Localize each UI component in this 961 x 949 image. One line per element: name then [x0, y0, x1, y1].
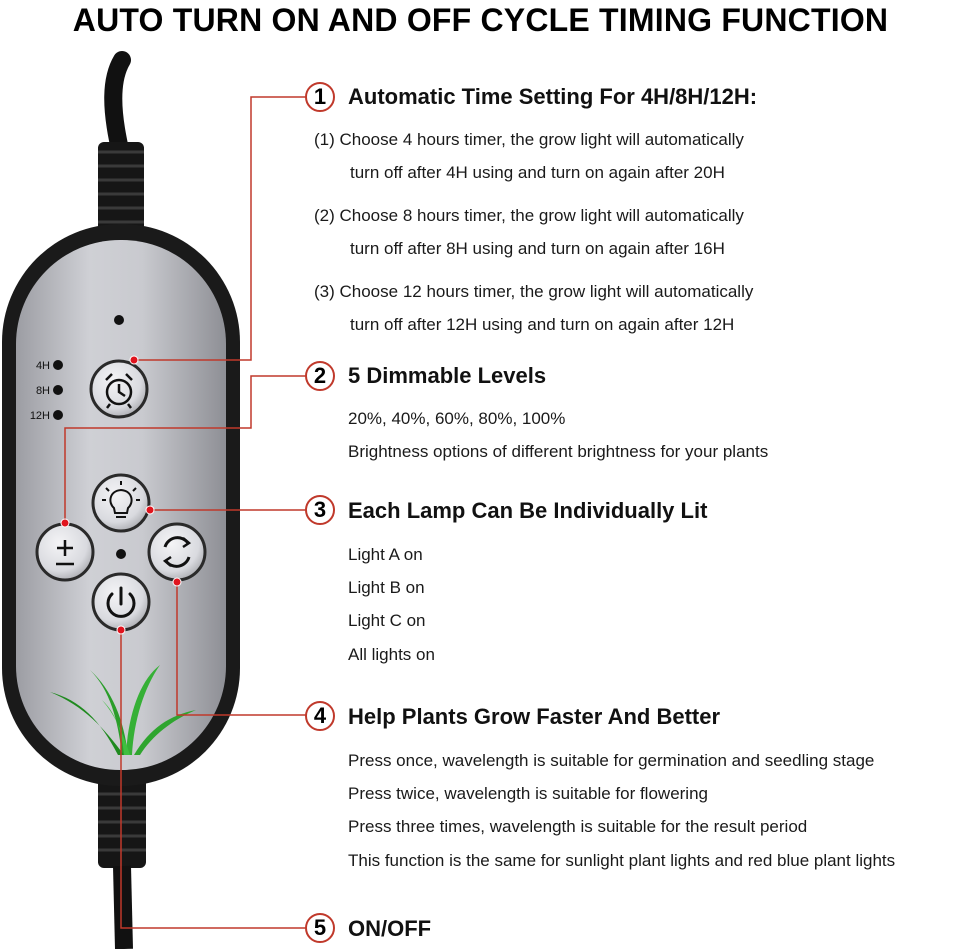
connector-1 — [134, 96, 306, 361]
section-3-line-4: All lights on — [348, 645, 435, 664]
page-title: AUTO TURN ON AND OFF CYCLE TIMING FUNCTI… — [72, 2, 889, 38]
section-title-3: Each Lamp Can Be Individually Lit — [348, 498, 708, 523]
section-title-4: Help Plants Grow Faster And Better — [348, 704, 721, 729]
connector-4 — [176, 582, 306, 716]
grass-decoration — [50, 665, 196, 755]
timer-button[interactable] — [89, 359, 149, 419]
cycle-arrows-icon — [162, 536, 192, 568]
power-button[interactable] — [91, 572, 151, 632]
section-4-line-4: This function is the same for sunlight p… — [348, 851, 896, 870]
section-3-line-1: Light A on — [348, 545, 423, 564]
section-4-line-2: Press twice, wavelength is suitable for … — [348, 784, 708, 803]
section-4-line-1: Press once, wavelength is suitable for g… — [348, 751, 875, 770]
connector-dot-2 — [60, 518, 70, 528]
section-3-line-3: Light C on — [348, 611, 426, 630]
section-number-1: 1 — [305, 82, 335, 112]
power-icon — [106, 586, 136, 618]
dimmer-button[interactable] — [35, 522, 95, 582]
led-4h — [53, 360, 63, 370]
section-number-5: 5 — [305, 913, 335, 943]
section-1-line-4: turn off after 8H using and turn on agai… — [350, 239, 725, 258]
section-1-line-6: turn off after 12H using and turn on aga… — [350, 315, 735, 334]
cable-top — [98, 51, 144, 238]
led-label-4h: 4H — [36, 360, 50, 372]
section-title-1: Automatic Time Setting For 4H/8H/12H: — [348, 84, 758, 109]
connector-lines — [64, 96, 306, 929]
section-1-line-5: (3) Choose 12 hours timer, the grow ligh… — [314, 282, 754, 301]
section-title-2: 5 Dimmable Levels — [348, 363, 547, 388]
connector-dot-1 — [129, 355, 139, 365]
section-2-line-2: Brightness options of different brightne… — [348, 442, 769, 461]
section-1-line-2: turn off after 4H using and turn on agai… — [350, 163, 725, 182]
connector-dot-4 — [172, 577, 182, 587]
connector-2 — [64, 375, 306, 523]
section-title-5: ON/OFF — [348, 916, 432, 941]
led-8h — [53, 385, 63, 395]
alarm-clock-icon — [105, 373, 133, 409]
section-1-line-3: (2) Choose 8 hours timer, the grow light… — [314, 206, 744, 225]
connector-dot-3 — [145, 505, 155, 515]
section-number-2: 2 — [305, 361, 335, 391]
led-label-8h: 8H — [36, 385, 50, 397]
section-4-line-3: Press three times, wavelength is suitabl… — [348, 817, 808, 836]
section-number-3: 3 — [305, 495, 335, 525]
plus-minus-icon — [56, 540, 74, 566]
cable-bottom — [98, 768, 146, 949]
connector-5 — [120, 630, 306, 929]
spectrum-cycle-button[interactable] — [147, 522, 207, 582]
lamp-select-button[interactable] — [91, 473, 151, 533]
section-number-4: 4 — [305, 701, 335, 731]
section-2-line-1: 20%, 40%, 60%, 80%, 100% — [348, 409, 566, 428]
section-1-line-1: (1) Choose 4 hours timer, the grow light… — [314, 130, 744, 149]
led-12h — [53, 410, 63, 420]
center-dot — [116, 549, 126, 559]
led-label-12h: 12H — [30, 410, 50, 422]
section-3-line-2: Light B on — [348, 578, 425, 597]
connector-dot-5 — [116, 625, 126, 635]
bulb-icon — [102, 481, 140, 518]
indicator-dot — [114, 315, 124, 325]
